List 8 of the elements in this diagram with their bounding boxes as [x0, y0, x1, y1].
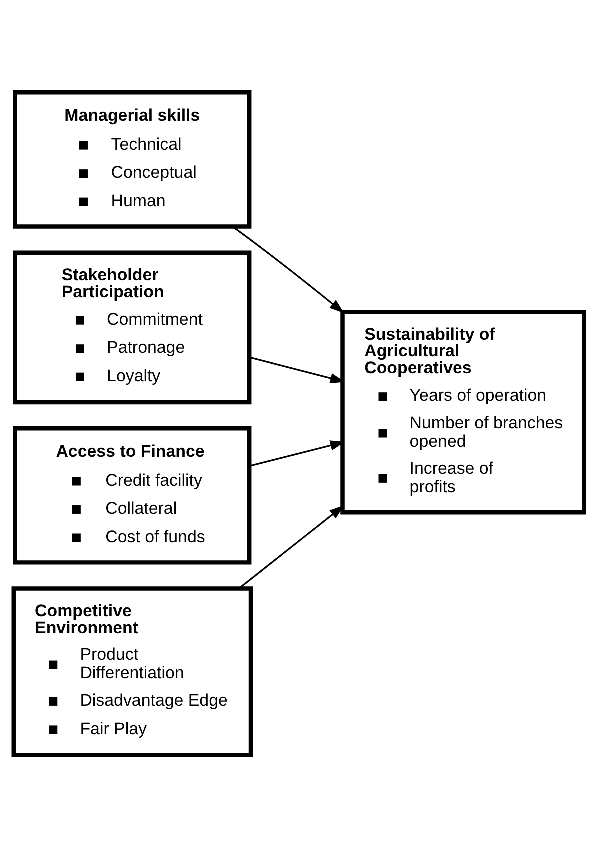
arrow	[232, 226, 344, 313]
node-box: Stakeholder Participation Commitment Patronage Loyalty	[13, 250, 252, 404]
node-box: Sustainability of Agricultural Cooperatives Years of operation Number of branches opened Increase of profits	[340, 310, 586, 514]
node-box: Access to Finance Credit facility Collateral Cost of funds	[13, 426, 252, 564]
node-box: Competitive Environment Product Differentiation Disadvantage Edge Fair Play	[12, 586, 254, 757]
arrow	[250, 356, 346, 383]
node-box: Managerial skills Technical Conceptual Human	[13, 90, 252, 228]
arrow	[250, 440, 346, 466]
